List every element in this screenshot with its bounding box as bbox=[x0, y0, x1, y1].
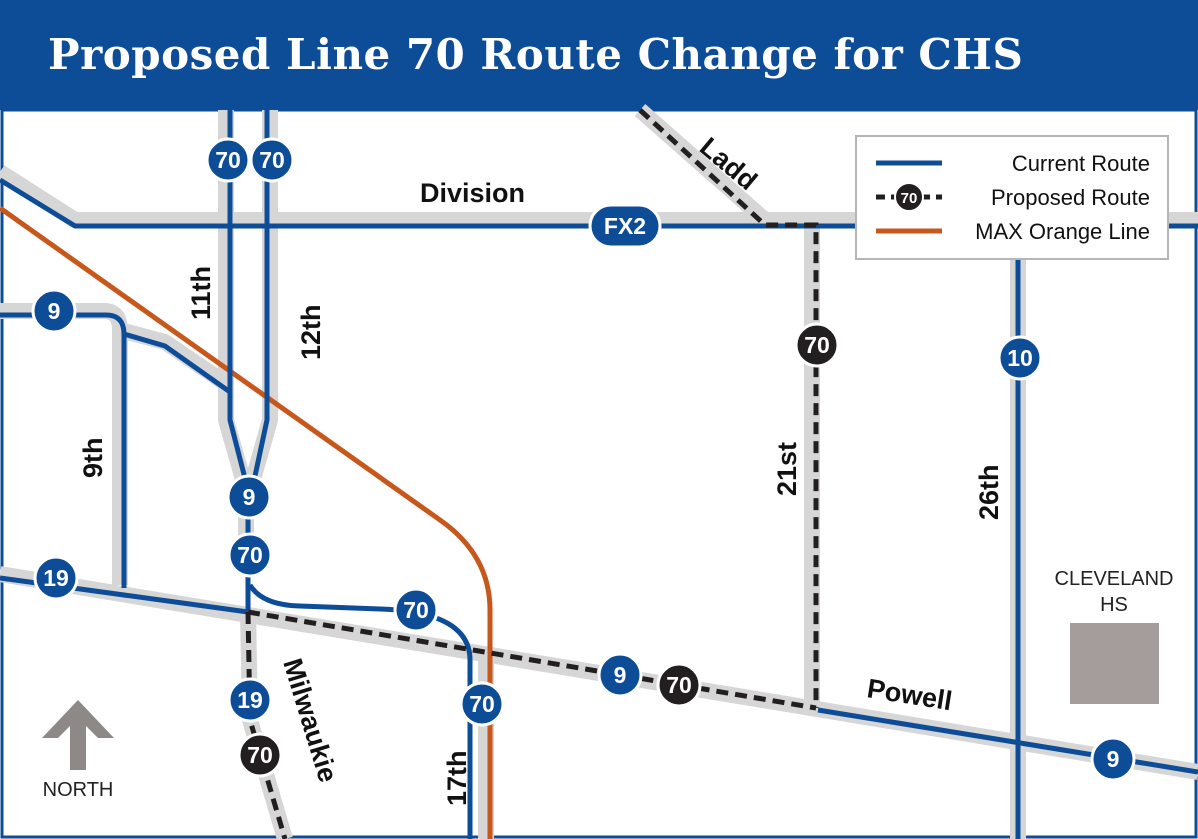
label-26th: 26th bbox=[974, 464, 1004, 520]
svg-text:70: 70 bbox=[666, 672, 692, 698]
shield-70-curve: 70 bbox=[393, 587, 439, 633]
street-division bbox=[0, 165, 1198, 228]
svg-text:19: 19 bbox=[43, 565, 69, 591]
shield-70-21st-proposed: 70 bbox=[794, 322, 840, 368]
shield-9-west: 9 bbox=[31, 288, 77, 334]
svg-text:FX2: FX2 bbox=[604, 213, 646, 239]
label-17th: 17th bbox=[442, 750, 472, 806]
street-diagonal bbox=[117, 322, 233, 392]
route-shields: 70 70 FX2 9 9 70 bbox=[31, 137, 1136, 782]
landmark-label-line1: CLEVELAND bbox=[1055, 568, 1174, 590]
label-9th: 9th bbox=[78, 438, 108, 479]
legend-proposed-label: Proposed Route bbox=[991, 185, 1150, 210]
shield-10: 10 bbox=[997, 335, 1043, 381]
shield-70-12th: 70 bbox=[249, 137, 295, 183]
shield-70-17th: 70 bbox=[459, 681, 505, 727]
proposed-milwaukie bbox=[245, 611, 288, 839]
street-milwaukie bbox=[240, 609, 293, 839]
route-9-diagonal bbox=[123, 331, 232, 395]
svg-text:70: 70 bbox=[804, 332, 830, 358]
shield-9-powell: 9 bbox=[597, 652, 643, 698]
shield-fx2: FX2 bbox=[588, 203, 662, 249]
route-12th bbox=[249, 110, 270, 491]
cleveland-hs-building bbox=[1070, 623, 1159, 704]
legend-max-label: MAX Orange Line bbox=[975, 219, 1150, 244]
shield-9-east: 9 bbox=[1090, 736, 1136, 782]
max-orange-line bbox=[0, 205, 493, 839]
north-arrow-icon bbox=[42, 700, 114, 770]
north-arrow: NORTH bbox=[42, 700, 114, 801]
shield-9-junction: 9 bbox=[226, 474, 272, 520]
svg-text:9: 9 bbox=[614, 662, 627, 688]
svg-text:19: 19 bbox=[237, 687, 263, 713]
label-12th: 12th bbox=[296, 304, 326, 360]
proposed-powell bbox=[247, 609, 817, 711]
proposed-route bbox=[245, 108, 819, 839]
svg-text:70: 70 bbox=[469, 691, 495, 717]
legend-proposed-badge-text: 70 bbox=[901, 190, 918, 207]
legend-proposed-badge bbox=[894, 182, 924, 212]
legend-current-label: Current Route bbox=[1012, 151, 1150, 176]
proposed-ladd bbox=[638, 108, 819, 708]
svg-text:10: 10 bbox=[1007, 345, 1033, 371]
label-powell: Powell bbox=[865, 673, 954, 716]
svg-text:9: 9 bbox=[1107, 746, 1120, 772]
shield-70-milwaukie-proposed: 70 bbox=[237, 732, 283, 778]
label-division: Division bbox=[420, 178, 525, 208]
page-title: Proposed Line 70 Route Change for CHS bbox=[48, 30, 1024, 79]
landmark-label-line2: HS bbox=[1100, 594, 1128, 616]
label-milwaukie: Milwaukie bbox=[277, 655, 343, 786]
legend: Current Route 70 Proposed Route MAX Oran… bbox=[855, 135, 1169, 260]
svg-text:9: 9 bbox=[48, 298, 61, 324]
cleveland-hs-landmark: CLEVELAND HS bbox=[1055, 568, 1174, 704]
route-9-west bbox=[0, 312, 127, 588]
svg-text:70: 70 bbox=[403, 597, 429, 623]
map-frame bbox=[0, 108, 1198, 839]
svg-text:70: 70 bbox=[259, 147, 285, 173]
shield-19-west: 19 bbox=[33, 555, 79, 601]
route-division bbox=[0, 177, 1198, 229]
svg-text:9: 9 bbox=[243, 484, 256, 510]
north-label: NORTH bbox=[43, 779, 114, 801]
svg-text:70: 70 bbox=[215, 147, 241, 173]
label-21st: 21st bbox=[772, 442, 802, 496]
svg-text:70: 70 bbox=[237, 542, 263, 568]
title-bar: Proposed Line 70 Route Change for CHS bbox=[0, 0, 1198, 110]
shield-70-powell-proposed: 70 bbox=[656, 662, 702, 708]
label-11th: 11th bbox=[186, 266, 216, 320]
shield-70-11th: 70 bbox=[205, 137, 251, 183]
shield-70-junction: 70 bbox=[227, 532, 273, 578]
route-powell-east bbox=[817, 707, 1198, 775]
shield-19-milwaukie: 19 bbox=[227, 677, 273, 723]
svg-text:70: 70 bbox=[247, 742, 273, 768]
